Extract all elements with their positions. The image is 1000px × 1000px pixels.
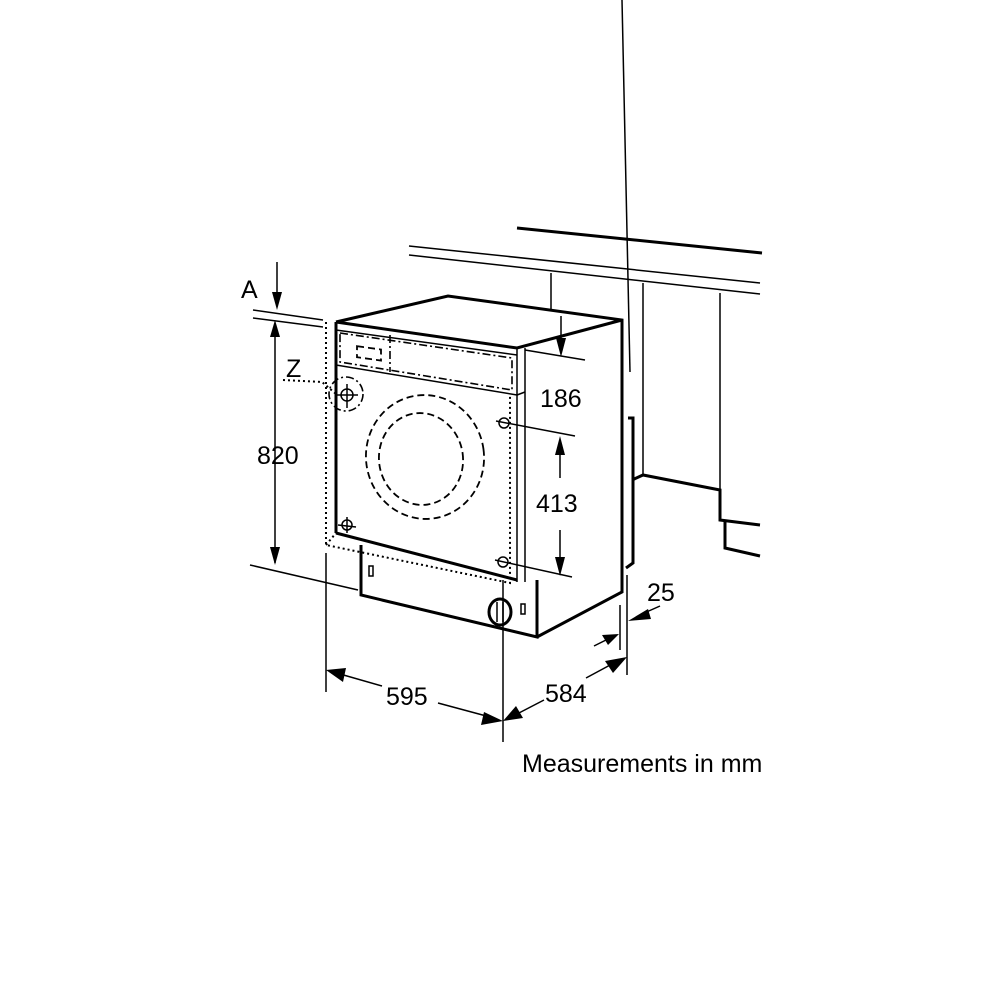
label-height-820: 820 [257, 442, 299, 470]
dimension-width-depth [325, 553, 661, 742]
label-186: 186 [540, 385, 582, 413]
dimension-height [249, 262, 359, 591]
washing-machine [325, 294, 624, 639]
dimension-186-413 [524, 316, 586, 576]
mounting-hole-top-left [328, 376, 364, 412]
mounting-hole-bottom-right [494, 556, 573, 578]
label-offset-25: 25 [647, 579, 675, 607]
label-a: A [241, 276, 258, 304]
mounting-hole-top-right [495, 417, 576, 437]
mounting-hole-bottom-left [337, 517, 357, 533]
label-width-595: 595 [386, 683, 428, 711]
label-depth-584: 584 [545, 680, 587, 708]
label-413: 413 [536, 490, 578, 518]
caption: Measurements in mm [522, 750, 762, 778]
label-z: Z [286, 355, 301, 383]
kitchen-cabinet [408, 0, 763, 570]
